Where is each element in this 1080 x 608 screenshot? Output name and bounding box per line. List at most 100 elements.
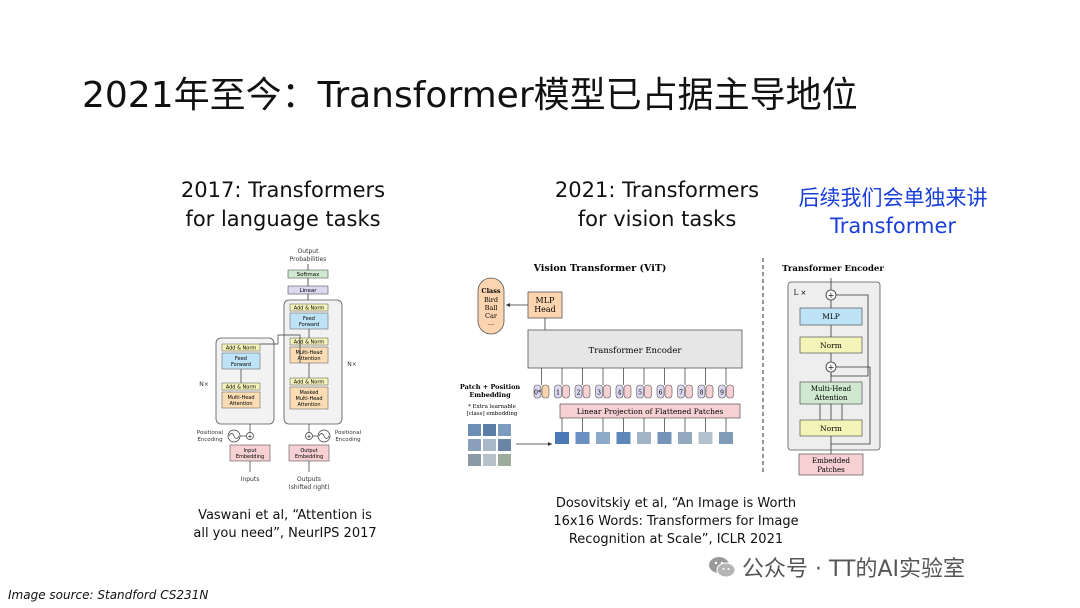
token-index-2: 2: [577, 390, 581, 397]
position-embedding-2: [574, 384, 583, 399]
transformer-encoder-box: [527, 329, 743, 369]
image-patch-6: [657, 432, 672, 444]
decoder-addnorm-1-label: Add & Norm: [294, 380, 325, 386]
left-citation-line2: all you need”, NeurIPS 2017: [193, 526, 377, 541]
decoder-nx-label: N×: [347, 361, 357, 368]
mid-citation-line1: Dosovitskiy et al, “An Image is Worth: [555, 496, 797, 511]
patch-label-1: Patch + Position: [460, 383, 520, 391]
position-embedding-9: [718, 384, 726, 399]
svg-text:+: +: [306, 433, 311, 440]
left-heading-line2: for language tasks: [185, 207, 381, 231]
image-patch-1: [555, 432, 569, 444]
decoder-ff-label-1: Feed: [303, 316, 315, 322]
image-patch-7: [678, 432, 692, 444]
svg-text:+: +: [828, 363, 835, 372]
encoder-mha-label-1: Multi-Head: [227, 395, 254, 401]
mlp-head-label-2: Head: [534, 305, 556, 314]
encoder-block-diagram: Transformer Encoder L × + MLP Norm + Mul…: [782, 264, 884, 476]
output-probs-label-2: Probabilities: [290, 256, 327, 263]
patch-row: [555, 418, 733, 444]
position-embedding-6: [656, 384, 665, 399]
pos-enc-left-2: Encoding: [197, 437, 222, 443]
token-index-6: 6: [659, 390, 663, 397]
vit-diagram: Vision Transformer (ViT) Class Bird Ball…: [460, 263, 743, 466]
encoder-ff-label-1: Feed: [235, 356, 247, 362]
linear-projection-label: Linear Projection of Flattened Patches: [577, 407, 724, 416]
transformer-architecture-diagram: Output Probabilities Softmax Linear Add …: [197, 248, 362, 491]
pos-enc-left-1: Positional: [197, 430, 224, 436]
token-index-8: 8: [700, 390, 704, 397]
token-index-9: 9: [720, 390, 724, 397]
source-image-grid: [468, 424, 511, 466]
note-line2: Transformer: [829, 214, 956, 238]
decoder-mha-label-1: Multi-Head: [295, 350, 322, 356]
note-text: 后续我们会单独来讲 Transformer: [782, 184, 1004, 240]
linear-projection-box: [559, 403, 741, 419]
encoder-attention-label-2: Attention: [814, 394, 848, 402]
decoder-addnorm-3: [289, 303, 329, 312]
encoder-norm-2-label: Norm: [820, 341, 842, 350]
mlp-head-label-1: MLP: [536, 296, 556, 305]
input-emb-label-1: Input: [244, 448, 257, 454]
token-index-5: 5: [638, 390, 642, 397]
image-patch-2: [575, 432, 590, 444]
output-emb-label-2: Embedding: [295, 454, 323, 460]
token-index-0: 0*: [534, 390, 541, 397]
mid-citation-line3: Recognition at Scale”, ICLR 2021: [568, 532, 784, 547]
decoder-addnorm-3-label: Add & Norm: [294, 306, 325, 312]
encoder-addnorm-2-label: Add & Norm: [226, 346, 257, 352]
mid-heading-line2: for vision tasks: [577, 207, 737, 231]
output-emb-label-1: Output: [300, 448, 317, 454]
encoder-mha-label-2: Attention: [229, 401, 252, 407]
class-label: Class: [481, 287, 501, 295]
input-emb-label-2: Embedding: [236, 454, 264, 460]
mid-citation-line2: 16x16 Words: Transformers for Image: [553, 514, 799, 529]
class-bird: Bird: [484, 296, 498, 304]
decoder-mha-label-2: Attention: [297, 356, 320, 362]
watermark: 公众号 · TT的AI实验室: [708, 551, 965, 583]
outputs-label-2: (shifted right): [288, 484, 329, 491]
left-citation-line1: Vaswani et al, “Attention is: [198, 508, 372, 523]
extra-note-2: [class] embedding: [467, 411, 518, 417]
left-heading-line1: 2017: Transformers: [180, 178, 386, 202]
svg-text:+: +: [247, 433, 252, 440]
decoder-masked-attention: [289, 386, 329, 410]
position-embedding-3: [595, 384, 603, 399]
token-index-4: 4: [618, 390, 622, 397]
class-output-box: [477, 277, 505, 335]
encoder-block-title: Transformer Encoder: [782, 264, 884, 274]
mlp-head-box: [527, 291, 563, 319]
embedded-label-2: Patches: [817, 466, 845, 474]
position-embedding-1: [554, 384, 562, 399]
note-line1: 后续我们会单独来讲: [798, 186, 988, 210]
patch-embedding-2: [582, 384, 591, 399]
dashed-divider: [762, 258, 764, 474]
outputs-label-1: Outputs: [297, 476, 321, 483]
token-index-1: 1: [556, 390, 560, 397]
patch-embedding-9: [726, 384, 734, 399]
watermark-text: 公众号 · TT的AI实验室: [742, 557, 966, 582]
encoder-mlp-label: MLP: [822, 312, 840, 321]
decoder-ff-label-2: Forward: [299, 322, 319, 328]
extra-note-1: * Extra learnable: [468, 404, 516, 410]
mid-citation: Dosovitskiy et al, “An Image is Worth 16…: [536, 495, 816, 549]
masked-label-1: Masked: [300, 390, 319, 396]
encoder-norm-1-label: Norm: [820, 424, 842, 433]
patch-embedding-5: [644, 384, 652, 399]
image-patch-8: [698, 432, 713, 444]
class-car: Car: [485, 312, 498, 320]
vit-title: Vision Transformer (ViT): [533, 263, 667, 274]
linear-label: Linear: [299, 288, 317, 294]
inputs-label: Inputs: [241, 476, 260, 483]
image-patch-3: [596, 432, 610, 444]
decoder-addnorm-2-label: Add & Norm: [294, 340, 325, 346]
pos-enc-right-2: Encoding: [335, 437, 360, 443]
position-embedding-8: [697, 384, 706, 399]
patch-label-2: Embedding: [469, 391, 511, 399]
output-probs-label-1: Output: [298, 248, 319, 255]
embedded-label-1: Embedded: [812, 457, 850, 465]
encoder-addnorm-2: [221, 343, 261, 352]
svg-text:+: +: [828, 291, 835, 300]
patch-embedding-1: [562, 384, 570, 399]
encoder-addnorm-1-label: Add & Norm: [226, 385, 257, 391]
